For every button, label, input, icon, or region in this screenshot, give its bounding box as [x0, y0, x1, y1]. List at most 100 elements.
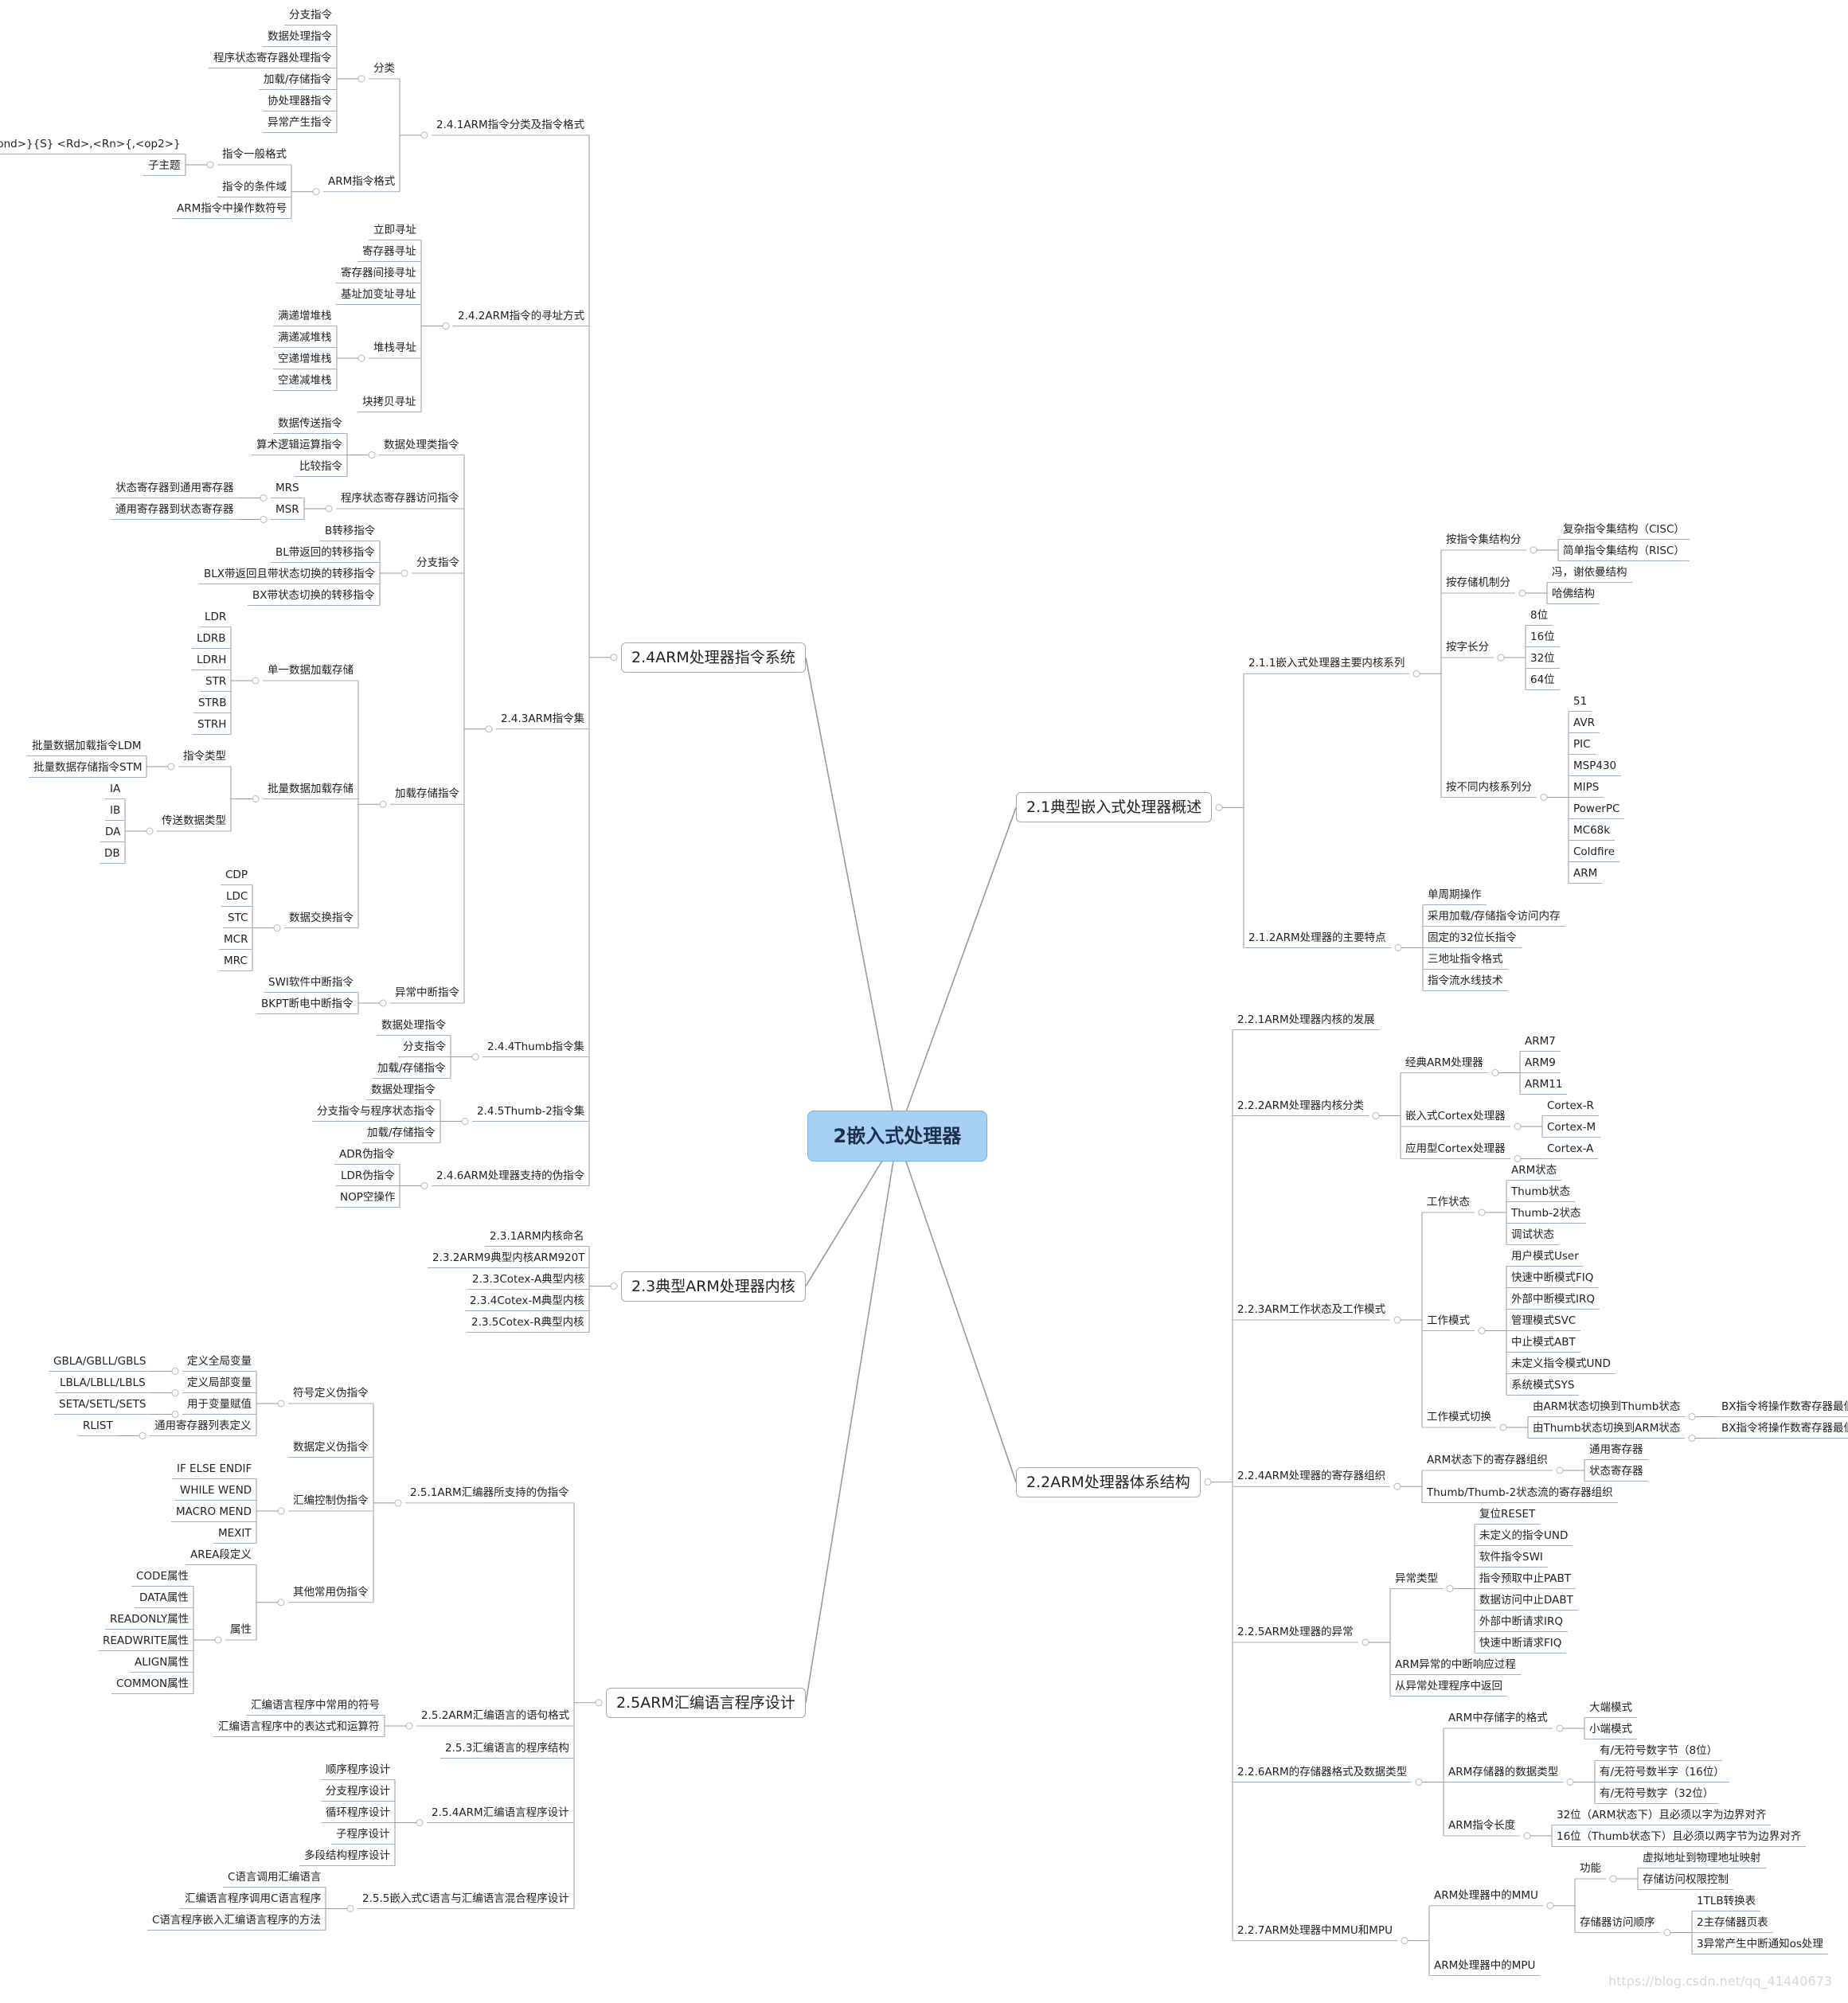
topic-bx-0[interactable]: BX指令将操作数寄存器最低位设置为0: [1721, 1421, 1848, 1435]
topic-cortex[interactable]: 应用型Cortex处理器: [1405, 1142, 1506, 1155]
collapse-toggle-icon[interactable]: [1518, 589, 1526, 597]
collapse-toggle-icon[interactable]: [442, 322, 450, 330]
topic-align[interactable]: ALIGN属性: [135, 1655, 189, 1669]
topic-2-5-5-c[interactable]: 2.5.5嵌入式C语言与汇编语言混合程序设计: [362, 1892, 569, 1905]
topic-cortex[interactable]: 嵌入式Cortex处理器: [1405, 1110, 1506, 1123]
topic-item[interactable]: 立即寻址: [373, 223, 416, 236]
topic-cortex-m[interactable]: Cortex-M: [1547, 1120, 1596, 1134]
topic-32[interactable]: 固定的32位长指令: [1428, 931, 1517, 944]
topic-item[interactable]: 分支指令与程序状态指令: [317, 1104, 436, 1118]
topic-ldr[interactable]: LDR伪指令: [341, 1169, 395, 1182]
collapse-toggle-icon[interactable]: [171, 1389, 179, 1396]
topic-2-1[interactable]: 2.1典型嵌入式处理器概述: [1016, 792, 1213, 823]
topic-dabt[interactable]: 数据访问中止DABT: [1479, 1593, 1573, 1607]
collapse-toggle-icon[interactable]: [610, 654, 618, 662]
topic-2-2-6arm[interactable]: 2.2.6ARM的存储器格式及数据类型: [1237, 1765, 1408, 1778]
topic-ldc[interactable]: LDC: [226, 889, 248, 903]
topic-avr[interactable]: AVR: [1573, 716, 1595, 729]
topic-item[interactable]: 分支指令: [416, 556, 459, 569]
topic-str[interactable]: STR: [205, 674, 227, 688]
topic-arm[interactable]: ARM状态: [1511, 1163, 1557, 1177]
topic-db[interactable]: DB: [104, 846, 120, 860]
topic-2-4-4thumb[interactable]: 2.4.4Thumb指令集: [487, 1040, 584, 1053]
collapse-toggle-icon[interactable]: [1446, 1585, 1454, 1592]
topic-item[interactable]: 指令的条件域: [222, 180, 287, 193]
collapse-toggle-icon[interactable]: [277, 1507, 285, 1515]
topic-item[interactable]: 单一数据加载存储: [268, 664, 354, 677]
collapse-toggle-icon[interactable]: [252, 795, 260, 802]
topic-arm[interactable]: ARM指令格式: [328, 174, 396, 188]
topic-item[interactable]: 寄存器寻址: [362, 244, 416, 258]
collapse-toggle-icon[interactable]: [405, 1722, 413, 1730]
topic-opcode-cond-s-rd-rn-op2[interactable]: <opcode>{<cond>}{S} <Rd>,<Rn>{,<op2>}: [0, 137, 181, 150]
collapse-toggle-icon[interactable]: [1540, 794, 1548, 801]
topic-item[interactable]: 指令类型: [183, 750, 226, 763]
topic-2-2-3arm[interactable]: 2.2.3ARM工作状态及工作模式: [1237, 1303, 1386, 1316]
topic-2-3-2arm9-arm920t[interactable]: 2.3.2ARM9典型内核ARM920T: [432, 1251, 585, 1264]
topic-item[interactable]: 顺序程序设计: [326, 1763, 390, 1776]
topic-c[interactable]: C语言调用汇编语言: [228, 1870, 322, 1884]
topic-msr[interactable]: MSR: [275, 502, 299, 516]
topic-risc[interactable]: 简单指令集结构（RISC）: [1563, 544, 1685, 557]
topic-item[interactable]: 数据交换指令: [289, 911, 354, 924]
collapse-toggle-icon[interactable]: [595, 1699, 603, 1707]
collapse-toggle-icon[interactable]: [206, 161, 214, 169]
topic-item[interactable]: 加载/存储指令: [264, 72, 332, 86]
topic-2-2-2arm[interactable]: 2.2.2ARM处理器内核分类: [1237, 1099, 1365, 1112]
topic-item[interactable]: 冯，谢依曼结构: [1552, 565, 1627, 579]
collapse-toggle-icon[interactable]: [260, 494, 268, 502]
collapse-toggle-icon[interactable]: [167, 763, 175, 771]
topic-item[interactable]: 汇编语言程序中的表达式和运算符: [218, 1720, 380, 1733]
topic-if-else-endif[interactable]: IF ELSE ENDIF: [177, 1462, 252, 1475]
topic-thumb-arm[interactable]: 由Thumb状态切换到ARM状态: [1533, 1421, 1681, 1435]
topic-item[interactable]: 指令一般格式: [222, 148, 287, 161]
topic-item[interactable]: 小端模式: [1589, 1722, 1632, 1736]
topic-1tlb[interactable]: 1TLB转换表: [1697, 1894, 1756, 1907]
topic-item[interactable]: 比较指令: [299, 459, 342, 473]
topic-2-4-2arm[interactable]: 2.4.2ARM指令的寻址方式: [458, 309, 585, 322]
topic-2-4-6arm[interactable]: 2.4.6ARM处理器支持的伪指令: [436, 1169, 585, 1182]
topic-user[interactable]: 用户模式User: [1511, 1249, 1579, 1263]
collapse-toggle-icon[interactable]: [214, 1636, 222, 1644]
topic-2[interactable]: 2主存储器页表: [1697, 1915, 1768, 1929]
collapse-toggle-icon[interactable]: [1215, 803, 1223, 811]
topic-item[interactable]: 子主题: [148, 158, 181, 172]
topic-2-2-1arm[interactable]: 2.2.1ARM处理器内核的发展: [1237, 1013, 1375, 1026]
collapse-toggle-icon[interactable]: [1546, 1902, 1554, 1910]
topic-item[interactable]: 通用寄存器到状态寄存器: [115, 502, 234, 516]
topic-2-3-1arm[interactable]: 2.3.1ARM内核命名: [490, 1229, 584, 1243]
topic-ia[interactable]: IA: [110, 782, 121, 795]
topic-item[interactable]: 定义全局变量: [187, 1354, 252, 1368]
topic-item[interactable]: 加载/存储指令: [367, 1126, 436, 1139]
collapse-toggle-icon[interactable]: [357, 354, 365, 362]
topic-strb[interactable]: STRB: [198, 696, 227, 709]
collapse-toggle-icon[interactable]: [1688, 1413, 1696, 1420]
collapse-toggle-icon[interactable]: [1514, 1123, 1522, 1130]
topic-mc68k[interactable]: MC68k: [1573, 823, 1611, 837]
topic-strh[interactable]: STRH: [197, 717, 227, 731]
topic-arm9[interactable]: ARM9: [1525, 1056, 1556, 1069]
topic-coldfire[interactable]: Coldfire: [1573, 845, 1616, 858]
topic-2-5-4arm[interactable]: 2.5.4ARM汇编语言程序设计: [432, 1806, 569, 1819]
topic-arm11[interactable]: ARM11: [1525, 1077, 1563, 1091]
topic-3-os[interactable]: 3异常产生中断通知os处理: [1697, 1937, 1823, 1950]
topic-item[interactable]: 按不同内核系列分: [1446, 780, 1532, 794]
topic-2-5arm[interactable]: 2.5ARM汇编语言程序设计: [606, 1687, 806, 1718]
topic-item[interactable]: 状态寄存器: [1589, 1464, 1643, 1478]
topic-16-thumb[interactable]: 16位（Thumb状态下）且必须以两字节为边界对齐: [1557, 1829, 1802, 1843]
topic-swi[interactable]: SWI软件中断指令: [268, 975, 354, 989]
topic-2-2arm[interactable]: 2.2ARM处理器体系结构: [1016, 1466, 1201, 1497]
collapse-toggle-icon[interactable]: [400, 569, 408, 577]
topic-item[interactable]: 汇编语言程序中常用的符号: [251, 1698, 380, 1712]
collapse-toggle-icon[interactable]: [260, 516, 268, 523]
topic-bx-1[interactable]: BX指令将操作数寄存器最低位设置为1: [1721, 1400, 1848, 1413]
collapse-toggle-icon[interactable]: [420, 1182, 428, 1189]
topic-item[interactable]: 数据定义伪指令: [293, 1440, 369, 1454]
topic-gbla-gbll-gbls[interactable]: GBLA/GBLL/GBLS: [53, 1354, 147, 1368]
topic-item[interactable]: 指令流水线技术: [1428, 974, 1503, 987]
topic-arm[interactable]: ARM存储器的数据类型: [1448, 1765, 1559, 1778]
topic-cisc[interactable]: 复杂指令集结构（CISC）: [1563, 522, 1685, 536]
topic-item[interactable]: 异常类型: [1395, 1572, 1438, 1585]
topic-arm[interactable]: ARM: [1573, 866, 1598, 880]
topic-arm7[interactable]: ARM7: [1525, 1034, 1556, 1048]
